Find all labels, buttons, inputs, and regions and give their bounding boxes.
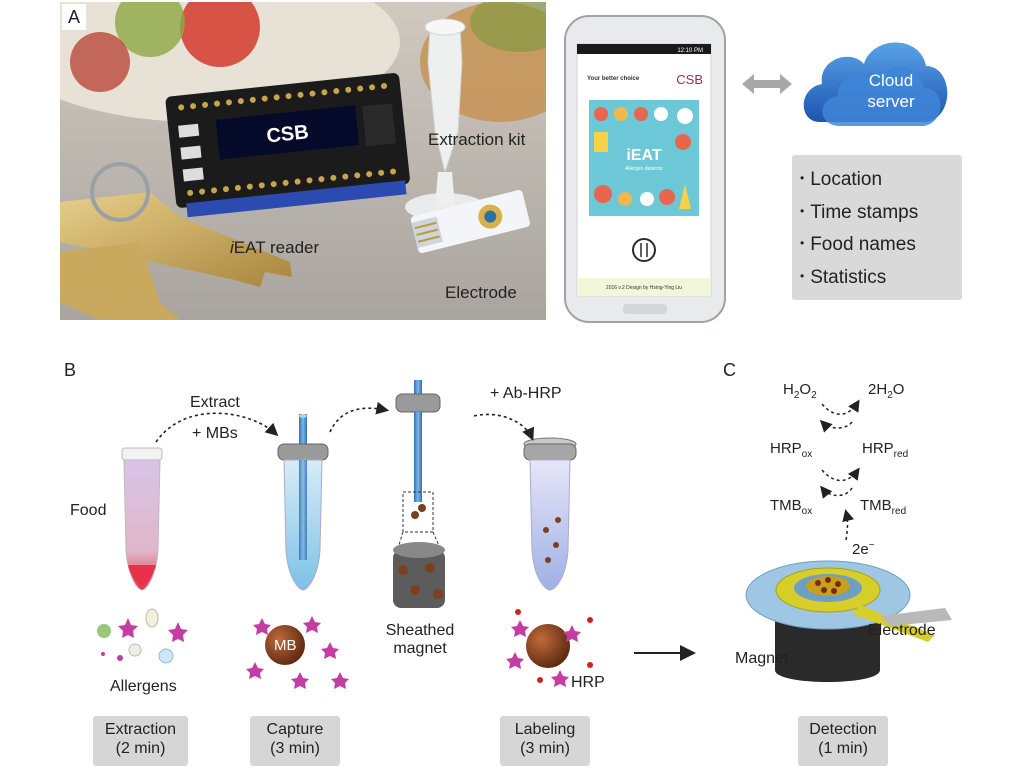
sheathed-magnet-rod [395,380,441,533]
extract-label-line1: Extract [190,394,240,411]
app-footer: 2016 v.2 Design by Hsing-Ying Liu [606,285,682,291]
extract-arrow [155,412,279,443]
allergens-illustration [97,608,188,664]
food-tube [121,447,163,591]
info-item: Food names [800,228,962,261]
tmb-ox-label: TMBox [770,497,813,517]
redox-cycle-arrows [819,399,860,541]
hrp-ox-label: HRPox [770,440,813,460]
sheathed-magnet-zoom [393,531,445,608]
stage-extraction: Extraction(2 min) [93,716,188,766]
smartphone-illustration: 12:10 PM Your better choice CSB iEAT All… [564,15,726,323]
info-item: Time stamps [800,196,962,229]
ab-hrp-arrow [473,413,535,441]
stage-capture: Capture(3 min) [250,716,340,766]
magnetic-bead-capture [246,616,349,689]
workflow-illustration [97,380,952,689]
sync-double-arrow [742,74,792,94]
food-label: Food [70,502,107,519]
cloud-label-line2: server [867,92,915,111]
magnet-label: Magnet [735,650,789,667]
labeled-bead [506,609,593,687]
panel-a-label: A [62,4,86,30]
transfer-arrow [329,401,390,433]
detection-electrode-illustration [745,560,952,682]
reader-label: iEAT reader [230,238,320,257]
h2o2-label: H2O2 [783,381,817,401]
electrode-detection-label: Electrode [868,622,936,639]
allergens-label: Allergens [110,678,177,695]
device-photo: CSB [60,2,546,320]
electron-label: 2e− [852,540,875,558]
cloud-data-list: Location Time stamps Food names Statisti… [792,155,962,300]
info-item: Statistics [800,261,962,294]
cloud-icon [803,42,948,126]
water-label: 2H2O [868,381,905,401]
sheathed-magnet-label: Sheathed magnet [385,622,455,657]
labeling-tube [523,437,577,591]
smartphone: 12:10 PM Your better choice CSB iEAT All… [563,14,731,326]
extract-label-line2: + MBs [192,425,238,442]
hrp-red-label: HRPred [862,440,909,460]
mb-label: MB [274,637,297,654]
app-name: iEAT [626,147,661,164]
panel-b-label: B [64,360,77,380]
capture-tube [277,414,329,591]
cloud-server: Cloud server [796,22,954,134]
ab-hrp-label: + Ab-HRP [490,385,562,402]
app-subtitle: Allergen detector [625,166,663,172]
info-item: Location [800,163,962,196]
panel-c-label: C [723,360,736,380]
electrode-label: Electrode [445,283,517,302]
reader-screen-text: CSB [265,121,309,147]
stage-labeling: Labeling(3 min) [500,716,590,766]
tmb-red-label: TMBred [860,497,907,517]
app-start-button[interactable] [632,238,656,262]
app-tagline: Your better choice [587,76,640,82]
device-photo-illustration: CSB [60,2,546,320]
cloud-label-line1: Cloud [868,71,914,90]
status-time: 12:10 PM [677,48,703,54]
extraction-kit-label: Extraction kit [428,130,526,149]
hrp-label: HRP [571,674,605,691]
stage-detection: Detection(1 min) [798,716,888,766]
app-brand: CSB [676,72,703,87]
